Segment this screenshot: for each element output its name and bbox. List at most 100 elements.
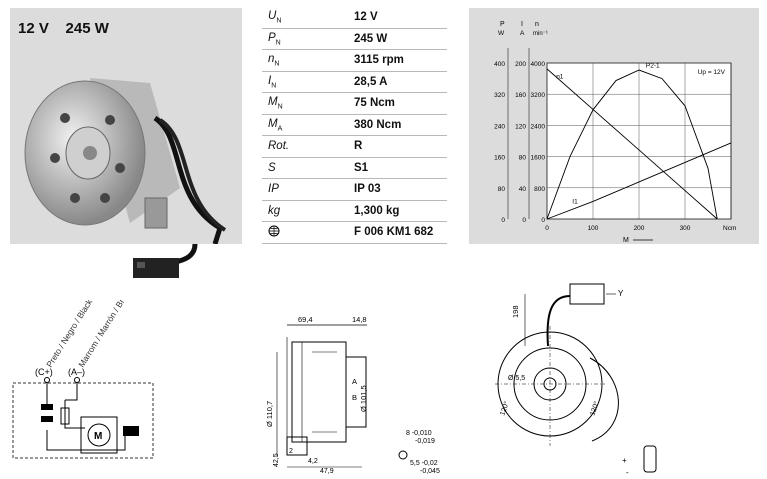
- chart-annotation: Up = 12V: [698, 69, 726, 76]
- spec-symbol: PN: [262, 28, 348, 50]
- product-photo-panel: [10, 8, 242, 245]
- spec-value: 12 V: [348, 7, 447, 29]
- globe-icon: [268, 225, 280, 237]
- dim-bottom-4: 47,9: [320, 468, 334, 475]
- i-tick-label: 40: [519, 186, 527, 193]
- side-view-drawing: 69,4 14,8 Ø 110,7 Ø 101,5 A B 42,5 2 4,2…: [265, 315, 440, 475]
- spec-symbol: MA: [262, 114, 348, 136]
- p-tick-label: 160: [494, 155, 505, 162]
- dim-a: A: [352, 377, 357, 386]
- spec-symbol: kg: [262, 200, 348, 222]
- spec-symbol-main: S: [268, 161, 276, 174]
- p-tick-label: 80: [498, 186, 506, 193]
- photo-title: 12 V 245 W: [18, 20, 109, 37]
- i-axis-header: I: [521, 21, 523, 28]
- i-tick-label: 160: [515, 92, 526, 99]
- terminal-minus-label: (A–): [68, 367, 85, 377]
- spec-value: IP 03: [348, 178, 447, 201]
- tolerance-1: 8 -0,010: [406, 430, 432, 437]
- spec-symbol: MN: [262, 92, 348, 115]
- spec-value: F 006 KM1 682: [348, 221, 447, 244]
- spec-symbol: Rot.: [262, 135, 348, 158]
- n-tick-label: 800: [534, 186, 545, 193]
- spec-symbol-sub: N: [276, 17, 282, 25]
- x-tick-label: 100: [588, 225, 599, 232]
- spec-symbol-sub: N: [275, 38, 281, 46]
- spec-symbol-sub: N: [274, 60, 280, 68]
- spec-symbol-main: Rot.: [268, 140, 290, 153]
- spec-row: kg 1,300 kg: [262, 200, 447, 222]
- spec-symbol-main: M: [268, 117, 278, 130]
- series-i1-label: I1: [572, 198, 578, 205]
- spec-value: S1: [348, 157, 447, 179]
- spec-value: 1,300 kg: [348, 200, 447, 222]
- i-tick-label: 120: [515, 123, 526, 130]
- n-axis-unit: min⁻¹: [533, 31, 548, 37]
- n-tick-label: 1600: [531, 155, 546, 162]
- angle-right: 120°: [588, 400, 601, 417]
- spec-symbol-main: I: [268, 74, 272, 87]
- series-n1-line: [546, 68, 718, 220]
- spec-symbol: IN: [262, 71, 348, 93]
- connector-plug: [133, 244, 198, 278]
- n-tick-label: 2400: [531, 123, 546, 130]
- spec-symbol: IP: [262, 178, 348, 201]
- spec-symbol: S: [262, 157, 348, 179]
- spec-symbol: nN: [262, 49, 348, 72]
- tolerance-1b: -0,019: [415, 438, 435, 445]
- spec-row: S S1: [262, 157, 447, 179]
- n-tick-label: 3200: [531, 92, 546, 99]
- i-tick-label: 80: [519, 155, 527, 162]
- x-tick-label: 200: [634, 225, 645, 232]
- dim-bottom-3: 4,2: [308, 458, 318, 465]
- wiring-diagram: Preto / Negro / Black Marrom / Marrón / …: [12, 300, 154, 459]
- spec-symbol-main: P: [268, 31, 276, 44]
- spec-symbol-sub: N: [271, 81, 277, 89]
- spec-value: 75 Ncm: [348, 92, 447, 115]
- spec-row: Rot.R: [262, 135, 447, 158]
- angle-left: 120°: [498, 400, 511, 417]
- connector-minus: -: [626, 468, 629, 476]
- n-tick-label: 4000: [531, 61, 546, 68]
- spec-symbol-main: n: [268, 53, 275, 66]
- dim-bottom-1: 42,5: [273, 453, 280, 467]
- spec-symbol-main: kg: [268, 204, 281, 217]
- terminal-plus-label: (C+): [35, 367, 53, 377]
- spec-value: 380 Ncm: [348, 114, 447, 136]
- p-tick-label: 0: [501, 217, 505, 224]
- spec-symbol-main: IP: [268, 183, 279, 196]
- motor-photo: [24, 78, 227, 245]
- series-n1-label: n1: [556, 74, 564, 81]
- x-unit-label: Ncm: [723, 225, 736, 232]
- n-tick-label: 0: [541, 217, 545, 224]
- x-tick-label: 300: [680, 225, 691, 232]
- p-axis-unit: W: [498, 30, 505, 37]
- dim-y: Y: [618, 289, 624, 298]
- spec-symbol-sub: N: [277, 103, 283, 111]
- spec-value: 3115 rpm: [348, 49, 447, 72]
- spec-symbol-sub: A: [277, 124, 283, 132]
- dim-b: B: [352, 393, 357, 402]
- dim-bottom-2: 2: [289, 448, 293, 455]
- dim-length-2: 14,8: [352, 315, 367, 324]
- front-view-drawing: 198 Y Ø 5,5 120° 120° + -: [495, 283, 657, 476]
- spec-symbol: [262, 221, 348, 244]
- spec-symbol-main: U: [268, 10, 277, 23]
- dim-length-1: 69,4: [298, 315, 313, 324]
- x-tick-label: 0: [545, 225, 549, 232]
- p-tick-label: 400: [494, 61, 505, 68]
- series-p2-label: P2-1: [646, 63, 660, 70]
- i-tick-label: 0: [522, 217, 526, 224]
- spec-row: F 006 KM1 682: [262, 221, 447, 244]
- motor-symbol: M: [94, 431, 102, 442]
- dim-diameter-2: Ø 101,5: [359, 385, 368, 412]
- p-axis-header: P: [500, 21, 505, 28]
- series-i1-line: [546, 142, 732, 220]
- spec-symbol-main: M: [268, 96, 278, 109]
- series-p2-line: [546, 69, 718, 220]
- connector-plus: +: [622, 456, 627, 465]
